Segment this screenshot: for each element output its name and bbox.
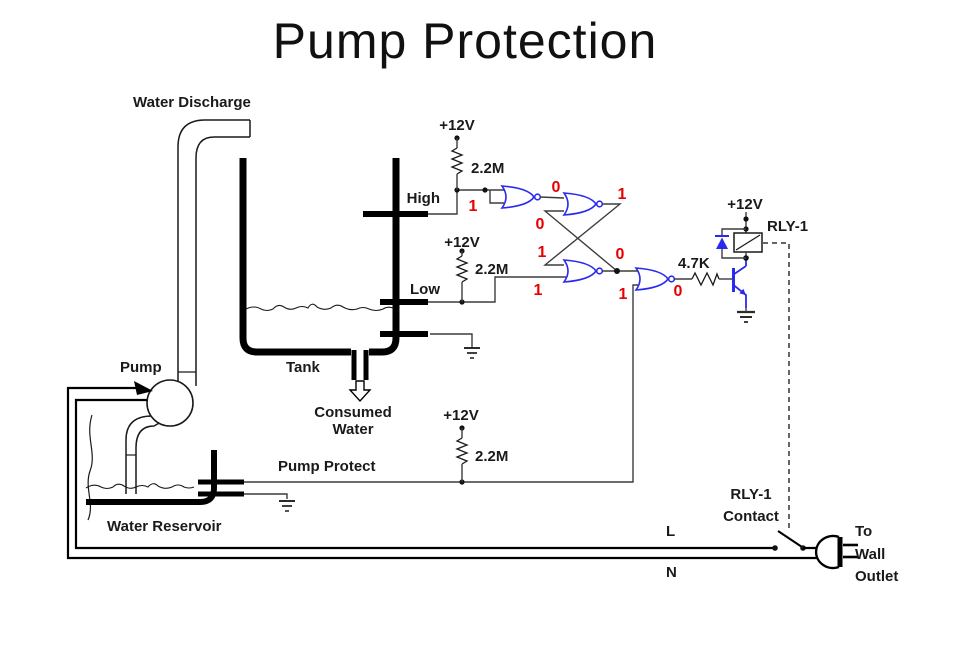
flyback-diode [715,228,746,259]
state-inverter-output: 0 [552,179,561,196]
emitter-arrow [739,288,746,295]
outlet-label-line1: To [855,523,872,540]
nor-gate-output [634,267,676,291]
npn-transistor [732,258,747,308]
state-latch-bottom-input2: 1 [534,282,543,299]
pullup-resistor-high [450,135,464,190]
state-latch-top-input2: 0 [536,216,545,233]
nor-gate-latch-top [562,192,604,216]
label-consumed-line1: Consumed [314,404,392,421]
wall-plug-icon [814,534,858,570]
pullup-resistor-pump-protect [455,425,469,482]
nor-gate-high-inverter [500,185,542,209]
resistor-label-low: 2.2M [475,261,508,278]
label-line-n: N [666,564,677,581]
contact-label-line2: Contact [723,508,779,525]
reservoir-left-wall [87,414,93,521]
relay-contact-link-dashed [763,242,790,529]
v12-label-low: +12V [444,234,479,251]
nor-gate-latch-bottom [562,259,604,283]
diode-triangle [716,237,728,249]
tank [239,158,400,403]
relay-contact-switch [772,530,824,551]
state-gate4-input2: 1 [619,286,628,303]
v12-label-relay: +12V [727,196,762,213]
outlet-label-line3: Outlet [855,568,898,585]
page-title: Pump Protection [273,13,658,69]
pump-body [146,379,194,427]
relay-coil [733,232,763,261]
consumed-water-arrow-icon [348,380,372,403]
state-latch-bottom-input1: 1 [538,244,547,261]
resistor-label-high: 2.2M [471,160,504,177]
label-high: High [407,190,440,207]
state-latch-top-output: 1 [618,186,627,203]
state-gate4-output: 0 [674,283,683,300]
state-latch-output-node: 0 [616,246,625,263]
base-resistor [674,271,733,287]
label-water-discharge: Water Discharge [133,94,251,111]
label-low: Low [410,281,440,298]
ground-symbol-emitter [737,310,755,323]
label-consumed-line2: Water [332,421,373,438]
reservoir-floor [86,450,217,505]
outlet-label-line2: Wall [855,546,885,563]
label-pump: Pump [120,359,162,376]
relay-label: RLY-1 [767,218,808,235]
ground-symbol-reservoir [279,500,295,512]
label-water-reservoir: Water Reservoir [107,518,222,535]
label-line-l: L [666,523,675,540]
water-reservoir [85,414,244,521]
contact-label-line1: RLY-1 [730,486,771,503]
ground-symbol-tank [464,347,480,359]
v12-label-pump-protect: +12V [443,407,478,424]
latch-cross-coupling-wires [539,196,638,274]
power-arrowhead [134,381,153,395]
label-pump-protect: Pump Protect [278,458,376,475]
resistor-label-base: 4.7K [678,255,710,272]
reservoir-water-surface [85,483,195,490]
pullup-resistor-low [455,248,469,302]
sensor-wiring [244,187,638,499]
v12-label-high: +12V [439,117,474,134]
relay-supply [743,212,749,233]
state-high-input: 1 [469,198,478,215]
tank-water-surface [245,303,394,312]
label-tank: Tank [286,359,321,376]
discharge-pipe [177,119,251,386]
pump-power-lines [66,381,824,560]
resistor-label-pump-protect: 2.2M [475,448,508,465]
